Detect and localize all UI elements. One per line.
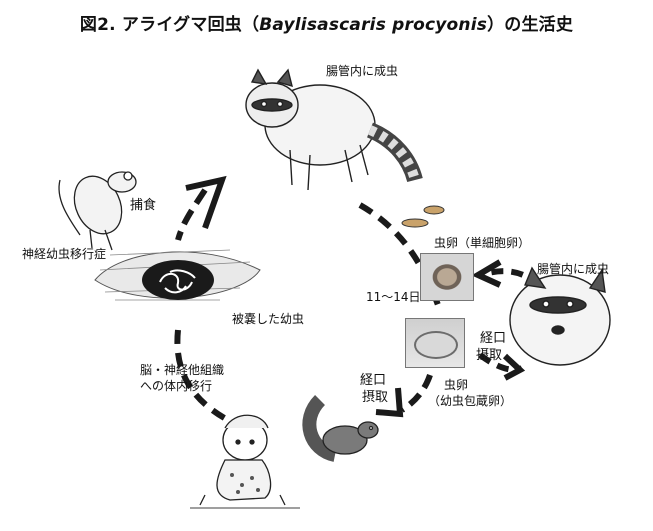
label-brain-migration-1: 脳・神経他組織 [140,363,225,377]
label-oral-intake-right-1: 経口 [480,331,507,346]
arrowhead-right-bottom [502,353,526,381]
label-oral-intake-left-2: 摂取 [362,390,389,405]
label-egg-larvated-1: 虫卵 [444,378,469,392]
cycle-arrow-raccoon-to-eggs [358,202,441,307]
label-oral-intake-right-2: 摂取 [476,348,503,363]
raccoon-top-illustration [245,68,423,191]
egg-larvated-photo [405,318,465,368]
label-oral-intake-left-1: 経口 [360,373,387,388]
label-incubation-days: 11～14日 [366,290,421,304]
cycle-arrow-egg-to-squirrel [400,373,433,413]
label-egg-larvated-2: （幼虫包蔵卵） [428,394,513,408]
title-scientific-name: Baylisascaris procyonis [259,15,488,35]
arrowhead-left-bottom [375,387,404,418]
child-illustration [190,414,300,509]
arrowhead-top [185,175,227,230]
label-egg-single-cell: 虫卵（単細胞卵） [434,236,531,250]
cycle-arrow-cyst-to-child [174,329,230,423]
label-adult-in-intestine-top: 腸管内に成虫 [326,64,399,78]
label-neuro-larva-migrans: 神経幼虫移行症 [22,247,107,261]
label-brain-migration-2: への体内移行 [140,379,213,393]
title-prefix: 図2. アライグマ回虫（ [79,15,260,35]
title-suffix: ）の生活史 [487,15,574,35]
label-adult-in-intestine-right: 腸管内に成虫 [537,262,610,276]
encysted-larva-illustration [94,249,261,301]
raccoon-feces-icon [401,205,445,228]
squirrel-illustration [302,395,379,462]
cycle-arrow-predation-to-cyst [175,188,208,241]
label-predation: 捕食 [130,198,157,213]
egg-single-cell-photo [420,253,474,301]
label-encysted-larva: 被嚢した幼虫 [232,312,305,326]
figure-title: 図2. アライグマ回虫（Baylisascaris procyonis）の生活史 [0,10,653,35]
arrowhead-right-top [471,259,502,288]
mouse-illustration [58,171,137,251]
raccoon-right-illustration [509,266,611,366]
